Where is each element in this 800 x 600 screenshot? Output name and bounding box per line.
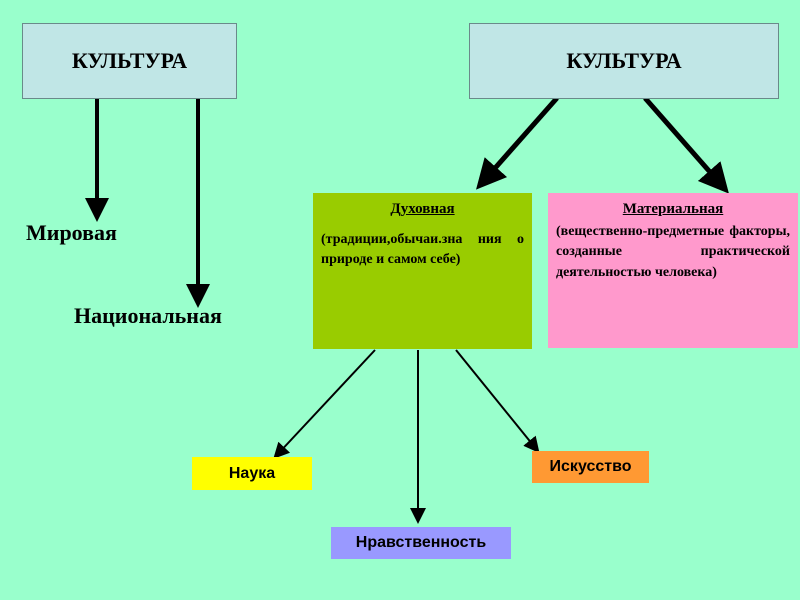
national-label: Национальная — [74, 303, 222, 328]
culture-box-right: КУЛЬТУРА — [469, 23, 779, 99]
morality-label: Нравственность — [355, 534, 487, 551]
arrow-to-science — [273, 349, 376, 459]
culture-box-left: КУЛЬТУРА — [22, 23, 237, 99]
science-label: Наука — [228, 464, 276, 482]
material-title: Материальная — [622, 201, 724, 217]
art-label: Искусство — [549, 458, 632, 475]
arrow-to-spiritual — [476, 96, 559, 190]
culture-right-label: КУЛЬТУРА — [566, 48, 682, 73]
arrow-to-material — [643, 96, 729, 194]
spiritual-description: (традиции,обычаи.зна ния о природе и сам… — [321, 232, 524, 268]
culture-left-label: КУЛЬТУРА — [71, 48, 188, 73]
art-box: Искусство — [532, 451, 649, 483]
arrow-to-art — [455, 349, 540, 454]
material-box: Материальная (вещественно-предметные фак… — [548, 193, 798, 348]
material-description: (вещественно-предметные факторы, созданн… — [556, 224, 790, 280]
spiritual-box: Духовная (традиции,обычаи.зна ния о прир… — [313, 193, 532, 349]
science-box: Наука — [192, 457, 312, 490]
world-label: Мировая — [26, 220, 117, 245]
morality-box: Нравственность — [331, 527, 511, 559]
spiritual-title: Духовная — [390, 201, 455, 217]
